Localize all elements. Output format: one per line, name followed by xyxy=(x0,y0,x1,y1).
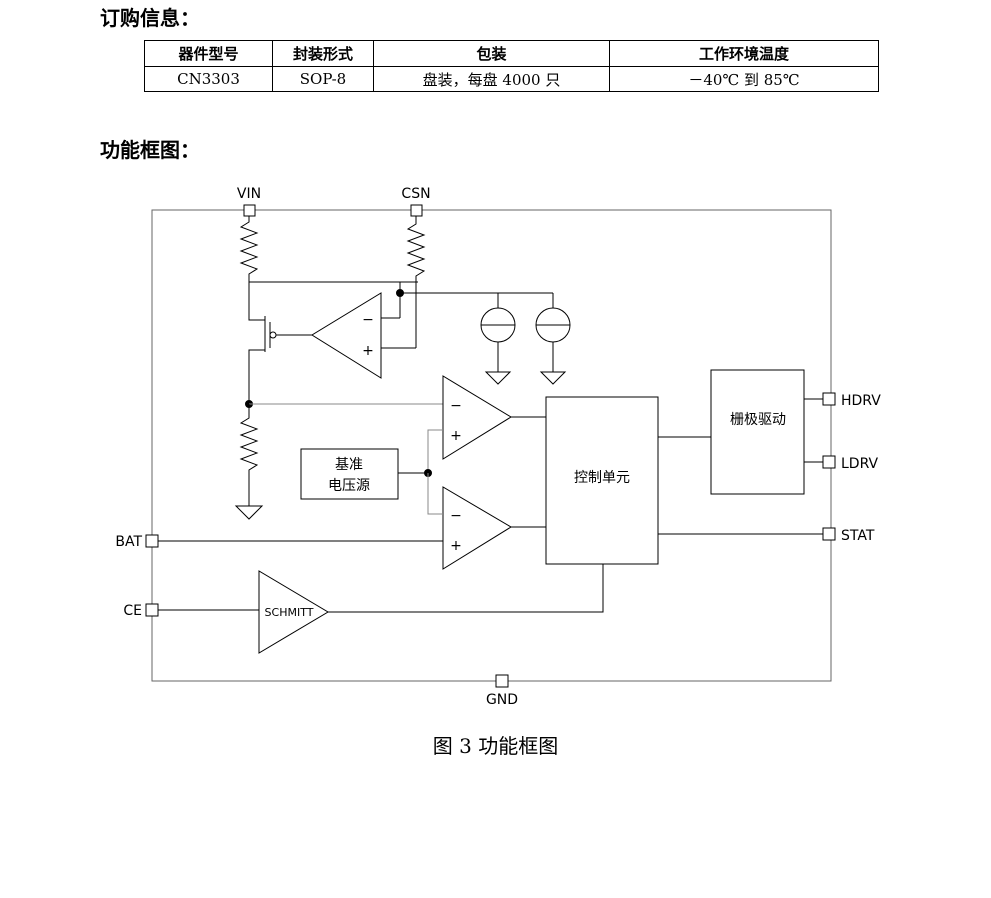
comp-a-plus-wire xyxy=(427,429,443,473)
gate-driver-label: 栅极驱动 xyxy=(730,412,786,428)
amp1-minus-sign: − xyxy=(362,312,374,328)
stat-label: STAT xyxy=(841,528,875,544)
cell-package: SOP-8 xyxy=(272,66,374,92)
header-part-number: 器件型号 xyxy=(144,40,273,67)
header-packing: 包装 xyxy=(373,40,610,67)
schmitt-trigger xyxy=(258,570,329,654)
gnd-pin xyxy=(495,674,509,688)
comparator-a xyxy=(442,375,512,460)
comp-b-minus-sign: − xyxy=(450,508,462,524)
amplifier-1 xyxy=(311,292,382,379)
cell-part-number: CN3303 xyxy=(144,66,273,92)
bat-pin xyxy=(145,534,159,548)
reference-block xyxy=(300,448,399,500)
gate-driver xyxy=(710,369,805,495)
schmitt-output-wire xyxy=(328,564,604,613)
comparator-b xyxy=(442,486,512,570)
vin-label: VIN xyxy=(237,186,261,202)
comp-b-minus-wire xyxy=(427,473,443,515)
bat-label: BAT xyxy=(115,534,142,550)
figure-caption: 图 3 功能框图 xyxy=(432,734,559,758)
vin-pin xyxy=(243,204,256,217)
control-unit-label: 控制单元 xyxy=(574,470,630,486)
ce-label: CE xyxy=(123,603,142,619)
ce-pin xyxy=(145,603,159,617)
header-package: 封装形式 xyxy=(272,40,374,67)
ordering-table: 器件型号 封装形式 包装 工作环境温度 CN3303 SOP-8 盘装，每盘 4… xyxy=(144,40,879,92)
ldrv-pin xyxy=(822,455,836,469)
csn-label: CSN xyxy=(401,186,430,202)
hdrv-pin xyxy=(822,392,836,406)
ldrv-label: LDRV xyxy=(841,456,879,472)
ground-icon xyxy=(539,371,567,385)
reference-label-2: 电压源 xyxy=(328,478,370,494)
ordering-heading: 订购信息： xyxy=(100,6,200,30)
ground-icon xyxy=(234,505,264,520)
cell-packing: 盘装，每盘 4000 只 xyxy=(373,66,610,92)
cell-temperature: －40℃ 到 85℃ xyxy=(609,66,879,92)
pmos-gate-bubble xyxy=(269,331,277,339)
chip-outline xyxy=(151,209,832,682)
comp-a-plus-sign: + xyxy=(450,428,462,444)
pmos-drain-wire xyxy=(248,349,265,404)
block-diagram-heading: 功能框图： xyxy=(100,138,200,162)
table-header-row: 器件型号 封装形式 包装 工作环境温度 xyxy=(144,40,879,67)
pmos-source-wire xyxy=(248,282,265,321)
divider-resistor xyxy=(239,404,259,506)
ground-icon xyxy=(484,371,512,385)
table-row: CN3303 SOP-8 盘装，每盘 4000 只 －40℃ 到 85℃ xyxy=(144,66,879,92)
csn-resistor xyxy=(406,216,426,282)
sense-resistor xyxy=(239,216,259,282)
hdrv-label: HDRV xyxy=(841,393,881,409)
control-unit xyxy=(545,396,659,565)
stat-pin xyxy=(822,527,836,541)
amp1-plus-sign: + xyxy=(362,343,374,359)
schmitt-label: SCHMITT xyxy=(265,606,314,619)
csn-pin xyxy=(410,204,423,217)
reference-label-1: 基准 xyxy=(335,456,363,473)
gnd-label: GND xyxy=(486,692,518,708)
comp-a-minus-sign: − xyxy=(450,398,462,414)
comp-b-plus-sign: + xyxy=(450,538,462,554)
